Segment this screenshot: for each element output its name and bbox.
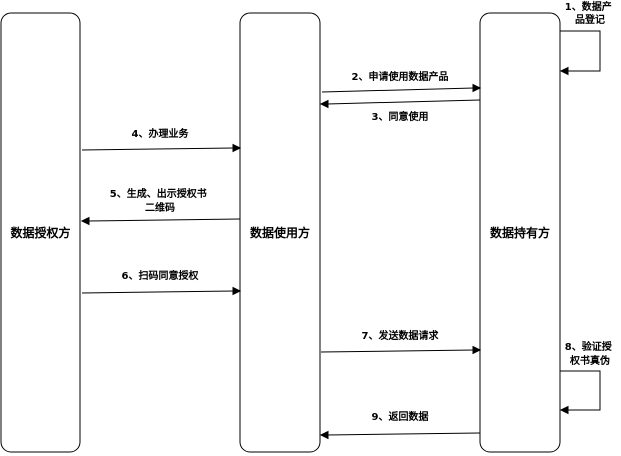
message-7: 7、发送数据请求 — [320, 329, 482, 355]
message-1-line-1: 1、数据产 — [565, 0, 612, 13]
message-4: 4、办理业务 — [81, 127, 242, 153]
lane-user-label: 数据使用方 — [250, 225, 310, 240]
lane-holder: 数据持有方 — [479, 12, 561, 453]
message-3: 3、同意使用 — [319, 99, 481, 123]
message-2: 2、申请使用数据产品 — [321, 70, 482, 93]
message-6-label: 6、扫码同意授权 — [122, 269, 200, 282]
message-5-line-1: 5、生成、出示授权书 — [110, 187, 207, 200]
message-1-line-2: 品登记 — [575, 13, 605, 26]
message-4-label: 4、办理业务 — [132, 127, 190, 140]
message-8: 8、验证授 权书真伪 — [559, 340, 615, 415]
message-1-label: 1、数据产 品登记 — [565, 0, 615, 26]
lane-authorizer: 数据授权方 — [0, 12, 81, 453]
message-8-label: 8、验证授 权书真伪 — [565, 340, 615, 367]
message-8-line-2: 权书真伪 — [569, 354, 610, 367]
lane-authorizer-label: 数据授权方 — [10, 225, 70, 240]
message-3-label: 3、同意使用 — [372, 110, 429, 123]
message-5: 5、生成、出示授权书 二维码 — [80, 187, 241, 226]
message-1: 1、数据产 品登记 — [559, 0, 615, 76]
lane-user: 数据使用方 — [239, 12, 321, 453]
message-6: 6、扫码同意授权 — [81, 269, 242, 296]
message-2-label: 2、申请使用数据产品 — [352, 70, 449, 83]
message-9: 9、返回数据 — [319, 410, 481, 440]
message-7-label: 7、发送数据请求 — [362, 329, 440, 342]
message-8-line-1: 8、验证授 — [565, 340, 613, 353]
lane-holder-label: 数据持有方 — [490, 225, 550, 240]
message-9-label: 9、返回数据 — [372, 410, 429, 423]
message-5-line-2: 二维码 — [145, 201, 175, 214]
message-5-label: 5、生成、出示授权书 二维码 — [110, 187, 210, 214]
